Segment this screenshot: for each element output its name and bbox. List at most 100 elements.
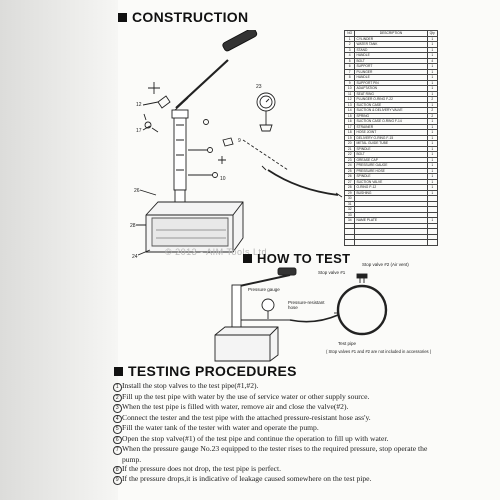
svg-text:9: 9 xyxy=(238,138,241,144)
watermark: © 2013 - AIM Tools Ltd. xyxy=(165,247,271,257)
part-qty: 1 xyxy=(426,118,438,125)
step-number-icon: 9 xyxy=(113,474,122,485)
list-item: pump. xyxy=(113,455,498,464)
svg-text:28: 28 xyxy=(130,223,136,229)
part-description: SUCTION & DELIVERY VALVE xyxy=(354,107,428,114)
step-number-icon: 6 xyxy=(113,434,122,444)
label-test-pipe: Test pipe xyxy=(338,341,357,346)
step-text: If the pressure drops,it is indicative o… xyxy=(122,474,372,484)
step-number-icon: 2 xyxy=(113,392,122,402)
step-text: When the test pipe is filled with water,… xyxy=(122,402,349,411)
svg-text:23: 23 xyxy=(256,84,262,90)
part-qty: 1 xyxy=(426,79,438,86)
part-number: 7 xyxy=(343,68,356,75)
part-number: 10 xyxy=(343,85,356,92)
step-text: pump. xyxy=(122,454,142,464)
part-description: SUCTION CASE O-RING F-14 xyxy=(354,118,428,125)
part-description: PLUNGER xyxy=(354,68,428,75)
step-text: If the pressure does not drop, the test … xyxy=(122,463,281,473)
heading-bullet-icon xyxy=(243,254,252,263)
svg-text:24: 24 xyxy=(132,254,138,260)
step-number-icon: 1 xyxy=(113,381,122,392)
step-number-icon: 3 xyxy=(113,402,122,413)
svg-text:26: 26 xyxy=(134,188,140,194)
part-qty: 2 xyxy=(426,96,438,103)
part-qty: 1 xyxy=(426,63,438,70)
label-pressure-gauge: Pressure gauge xyxy=(248,287,280,292)
svg-text:12: 12 xyxy=(136,102,142,108)
label-stop-valve-2: Stop valve #2 (Air vent) xyxy=(362,262,409,267)
exploded-view-drawing: 12 17 26 28 24 23 9 10 xyxy=(130,30,343,260)
label-pressure-hose: Pressure-resistant hose xyxy=(288,300,325,310)
part-qty: 1 xyxy=(426,68,438,75)
construction-heading: CONSTRUCTION xyxy=(118,9,248,25)
part-number: 11 xyxy=(343,90,356,97)
test-setup-diagram xyxy=(214,267,388,362)
step-number-icon: 4 xyxy=(113,413,122,423)
part-number: 6 xyxy=(343,63,356,70)
step-number: 8 xyxy=(113,465,122,475)
step-number: 4 xyxy=(113,414,122,423)
step-text: Fill up the test pipe with water by the … xyxy=(122,391,370,401)
part-qty: 2 xyxy=(426,112,438,119)
how-to-test-title: HOW TO TEST xyxy=(257,251,351,266)
part-qty: 2 xyxy=(426,107,438,114)
table-row xyxy=(343,239,438,246)
testing-procedures-title: TESTING PROCEDURES xyxy=(128,363,297,379)
part-qty: 1 xyxy=(426,74,438,81)
testing-procedures-heading: TESTING PROCEDURES xyxy=(114,363,297,379)
part-qty: 1 xyxy=(426,101,438,108)
page-shadow xyxy=(0,0,118,500)
step-number: 5 xyxy=(113,425,122,434)
part-description: PLUNGER O-RING F-22 xyxy=(354,96,428,103)
step-number: 1 xyxy=(113,383,122,392)
part-number: 9 xyxy=(343,79,356,86)
part-number xyxy=(343,239,356,246)
step-number: 9 xyxy=(113,476,122,485)
part-number: 12 xyxy=(343,96,356,103)
part-description: SUPPORT PIN xyxy=(354,79,428,86)
part-description: SEAT RING xyxy=(354,90,428,97)
part-description: HANDLE xyxy=(354,74,428,81)
step-number-icon: 5 xyxy=(113,423,122,434)
heading-bullet-icon xyxy=(118,12,127,22)
svg-text:17: 17 xyxy=(136,128,142,134)
svg-text:10: 10 xyxy=(220,176,226,182)
construction-title: CONSTRUCTION xyxy=(132,9,249,25)
step-number: 3 xyxy=(113,404,122,413)
how-to-test-heading: HOW TO TEST xyxy=(243,251,350,266)
label-valves-note: ( Stop valves #1 and #2 are not included… xyxy=(326,349,432,354)
part-description: SUCTION CASE xyxy=(354,101,428,108)
step-text: Open the stop valve(#1) of the test pipe… xyxy=(122,433,389,443)
step-number-icon: 7 xyxy=(113,444,122,455)
part-number: 16 xyxy=(343,118,356,125)
part-number: 15 xyxy=(343,112,356,119)
part-number: 13 xyxy=(343,101,356,108)
part-qty: 1 xyxy=(426,90,438,97)
part-qty: 1 xyxy=(426,85,438,92)
part-description: ADAPTATION xyxy=(354,85,428,92)
step-number: 2 xyxy=(113,393,122,402)
part-number: 14 xyxy=(343,107,356,114)
step-number: 7 xyxy=(113,446,122,455)
